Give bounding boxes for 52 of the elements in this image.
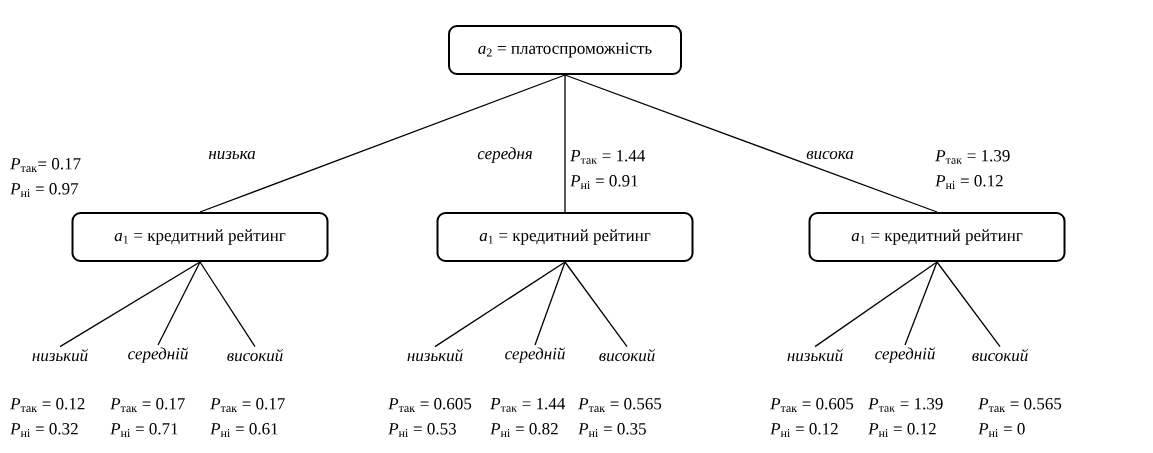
branch-label: середній (505, 347, 566, 363)
branch-label: низький (787, 348, 843, 362)
edge-label: середня (476, 146, 534, 164)
probability-label: P$_{так}$ = 0.605 (388, 398, 472, 412)
branch-line (904, 261, 938, 346)
branch-label: високий (972, 348, 1029, 362)
branch-line (814, 261, 938, 348)
branch-line (534, 261, 566, 346)
edge-label: низька (207, 149, 257, 161)
decision-box: a$_{2}$ = платоспроможність (448, 25, 682, 75)
branch-line (936, 261, 1001, 348)
probability-label: P$_{так}$ = 0.17 (210, 398, 285, 412)
probability-label: P$_{так}$ = 1.44 (570, 150, 646, 164)
probability-label: P$_{ні}$ = 0.97 (10, 183, 79, 197)
probability-label: P$_{так}$= 0.17 (10, 158, 81, 172)
probability-label: P$_{ні}$ = 0.32 (10, 423, 78, 437)
branch-label: низький (32, 348, 88, 362)
branch-line (434, 261, 566, 348)
branch-line (564, 261, 628, 348)
decision-box: a$_{1}$ = кредитний рейтинг (71, 212, 329, 262)
branch-label: середній (875, 347, 936, 363)
branch-label: низький (407, 348, 463, 362)
probability-label: P$_{так}$ = 0.565 (578, 398, 662, 412)
probability-label: P$_{так}$ = 1.39 (868, 398, 943, 412)
branch-line (564, 74, 566, 213)
probability-label: P$_{ні}$ = 0.71 (110, 423, 178, 437)
probability-label: P$_{так}$ = 1.39 (935, 150, 1010, 164)
branch-label: середній (128, 347, 189, 363)
probability-label: P$_{так}$ = 0.565 (978, 398, 1062, 412)
probability-label: P$_{ні}$ = 0.12 (770, 423, 838, 437)
branch-line (199, 74, 566, 213)
probability-label: P$_{так}$ = 0.12 (10, 398, 85, 412)
probability-label: P$_{так}$ = 0.17 (110, 398, 185, 412)
probability-label: P$_{ні}$ = 0.82 (490, 423, 558, 437)
decision-box: a$_{1}$ = кредитний рейтинг (808, 212, 1066, 262)
branch-label: високий (227, 348, 284, 362)
branch-label: високий (599, 348, 656, 362)
probability-label: P$_{так}$ = 0.605 (770, 398, 854, 412)
decision-box: a$_{1}$ = кредитний рейтинг (436, 212, 694, 262)
probability-label: P$_{ні}$ = 0.12 (935, 175, 1003, 189)
probability-label: P$_{так}$ = 1.44 (490, 398, 566, 412)
probability-label: P$_{ні}$ = 0 (978, 423, 1025, 437)
branch-line (199, 261, 256, 348)
branch-line (157, 261, 201, 346)
edge-label: висока (805, 149, 855, 161)
branch-line (564, 74, 938, 213)
branch-line (59, 261, 201, 348)
probability-label: P$_{ні}$ = 0.61 (210, 423, 278, 437)
probability-label: P$_{ні}$ = 0.53 (388, 423, 456, 437)
probability-label: P$_{ні}$ = 0.35 (578, 423, 646, 437)
probability-label: P$_{ні}$ = 0.12 (868, 423, 936, 437)
probability-label: P$_{ні}$ = 0.91 (570, 175, 638, 189)
